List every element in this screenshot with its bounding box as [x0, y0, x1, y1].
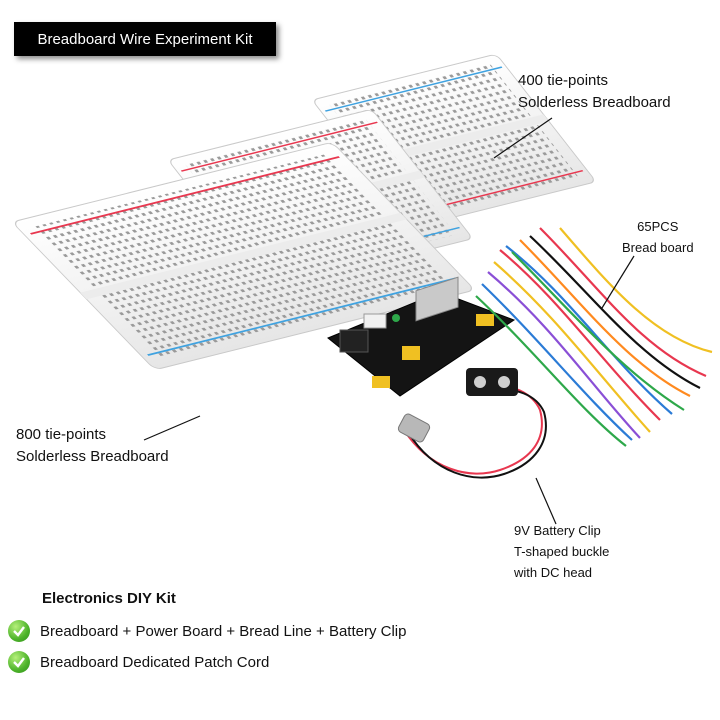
- callout-jumpers-line2: Bread board: [622, 240, 694, 255]
- check-icon: [8, 651, 30, 673]
- jumper-wires: [475, 225, 713, 447]
- callout-jumpers: 65PCS Bread board: [622, 216, 694, 258]
- leader-lines: [143, 117, 635, 525]
- feature-text: Breadboard + Power Board + Bread Line + …: [40, 622, 407, 640]
- callout-800-line1: 800 tie-points: [16, 426, 107, 443]
- callout-battery-line1: 9V Battery Clip: [514, 523, 601, 538]
- callout-battery-line3: with DC head: [514, 565, 593, 580]
- callout-battery-line2: T-shaped buckle: [514, 544, 610, 559]
- callout-400-line1: 400 tie-points: [518, 72, 609, 89]
- callout-400: 400 tie-points Solderless Breadboard: [518, 70, 671, 114]
- feature-item: Breadboard Dedicated Patch Cord: [8, 651, 269, 673]
- check-icon: [8, 620, 30, 642]
- callout-jumpers-line1: 65PCS: [637, 219, 679, 234]
- feature-text: Breadboard Dedicated Patch Cord: [40, 653, 270, 671]
- callout-battery: 9V Battery Clip T-shaped buckle with DC …: [514, 520, 609, 583]
- page-title: Breadboard Wire Experiment Kit: [14, 22, 276, 56]
- kit-title: Electronics DIY Kit: [42, 590, 176, 607]
- breadboard-800: [14, 143, 473, 369]
- callout-400-line2: Solderless Breadboard: [518, 94, 671, 111]
- callout-800-line2: Solderless Breadboard: [16, 448, 169, 465]
- battery-clip: [397, 368, 547, 479]
- power-module: [327, 276, 516, 397]
- callout-800: 800 tie-points Solderless Breadboard: [16, 424, 169, 468]
- feature-item: Breadboard + Power Board + Bread Line + …: [8, 620, 406, 642]
